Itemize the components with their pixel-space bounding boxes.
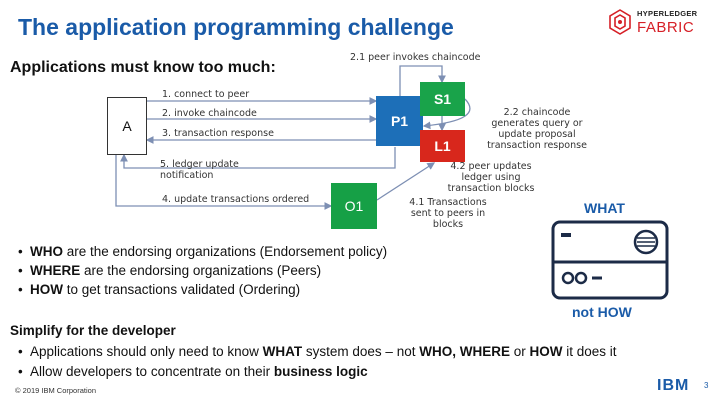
bullet-how-bold: HOW <box>30 282 63 297</box>
brand-big-text: FABRIC <box>637 19 695 36</box>
bullet-who-bold: WHO <box>30 244 63 259</box>
simplify-line-1-or: or <box>509 344 530 359</box>
peer-node: P1 <box>376 96 423 146</box>
ibm-logo-icon: IBM <box>657 377 690 394</box>
simplify-line-1-who-where: WHO, WHERE <box>419 344 510 359</box>
slide-title: The application programming challenge <box>18 14 454 40</box>
simplify-line-1-mid: system does – not <box>302 344 420 359</box>
simplify-line-1-what: WHAT <box>262 344 303 359</box>
orderer-node: O1 <box>331 183 377 229</box>
bullet-how: •HOW to get transactions validated (Orde… <box>18 282 301 297</box>
step-2-label: 2. invoke chaincode <box>162 108 257 119</box>
application-node: A <box>107 97 147 155</box>
what-label: WHAT <box>584 200 625 216</box>
step-4-1-label: 4.1 Transactions sent to peers in blocks <box>409 197 487 230</box>
copyright: © 2019 IBM Corporation <box>15 386 96 395</box>
simplify-line-2-bold: business logic <box>273 364 368 379</box>
diagram-arrows <box>115 65 471 210</box>
step-4-2-label: 4.2 peer updates ledger using transactio… <box>447 161 535 194</box>
bullet-where-text: are the endorsing organizations (Peers) <box>80 263 322 278</box>
step-5-label: 5. ledger update notification <box>160 159 239 181</box>
step-3-label: 3. transaction response <box>162 128 274 139</box>
bullet-who-text: are the endorsing organizations (Endorse… <box>63 244 388 259</box>
step-2-1-label: 2.1 peer invokes chaincode <box>350 52 481 63</box>
simplify-line-1-how: HOW <box>529 344 563 359</box>
step-4-label: 4. update transactions ordered <box>162 194 310 205</box>
simplify-line-2-pre: Allow developers to concentrate on their <box>30 364 274 379</box>
page-number: 3 <box>704 381 709 390</box>
bullet-where-bold: WHERE <box>30 263 81 278</box>
step-2-2-label: 2.2 chaincode generates query or update … <box>487 107 587 151</box>
bullet-how-text: to get transactions validated (Ordering) <box>63 282 301 297</box>
simplify-line-1-post: it does it <box>562 344 617 359</box>
simplify-heading: Simplify for the developer <box>10 323 176 338</box>
simplify-line-1-pre: Applications should only need to know <box>30 344 263 359</box>
fan-icon <box>633 229 659 255</box>
simplify-line-2: •Allow developers to concentrate on thei… <box>18 364 368 379</box>
appliance-icon <box>551 220 669 300</box>
bullet-where: •WHERE are the endorsing organizations (… <box>18 263 322 278</box>
simplify-line-1: •Applications should only need to know W… <box>18 344 617 359</box>
fabric-logo-icon <box>609 9 631 35</box>
step-1-label: 1. connect to peer <box>162 89 250 100</box>
slide-subtitle: Applications must know too much: <box>10 59 276 76</box>
smart-contract-node: S1 <box>420 82 465 116</box>
ledger-node: L1 <box>420 130 465 162</box>
not-how-label: not HOW <box>572 304 632 320</box>
brand-small-text: HYPERLEDGER <box>637 9 698 18</box>
bullet-who: •WHO are the endorsing organizations (En… <box>18 244 388 259</box>
